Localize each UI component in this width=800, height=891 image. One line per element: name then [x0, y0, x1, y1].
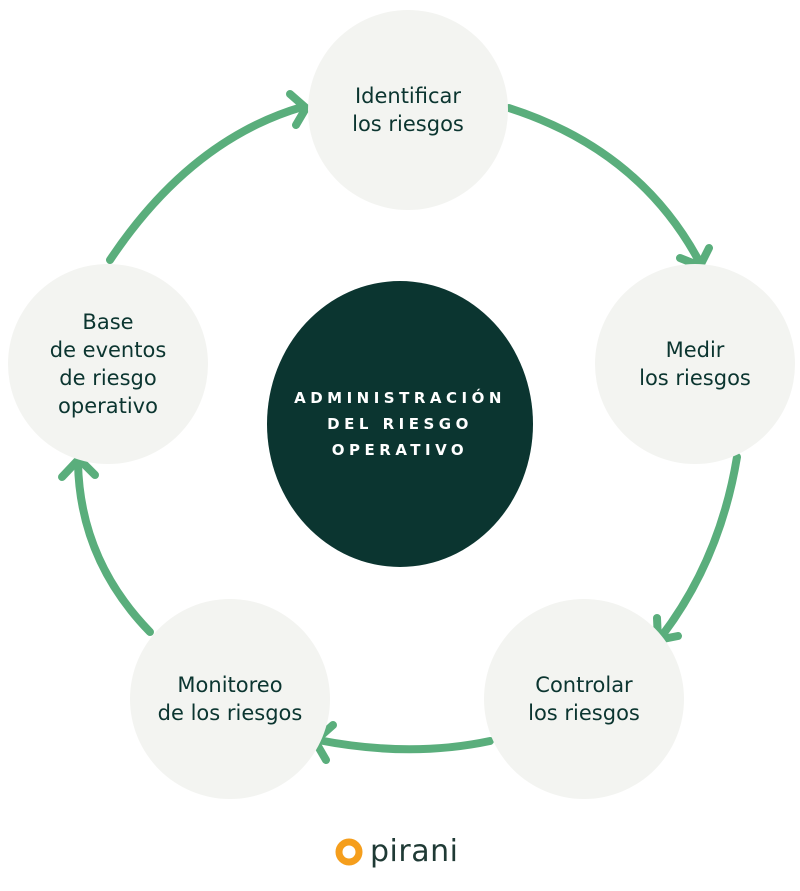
step-node-medir: Medir los riesgos [595, 264, 795, 464]
arrow-identificar-to-medir [505, 104, 704, 267]
step-label-controlar: Controlar los riesgos [528, 673, 640, 725]
step-node-identificar: Identificar los riesgos [308, 10, 508, 210]
step-node-monitoreo: Monitoreo de los riesgos [130, 599, 330, 799]
step-label-medir: Medir los riesgos [639, 338, 751, 390]
arrow-base-to-identificar [106, 103, 306, 264]
brand-logo: pirani [334, 832, 458, 872]
arrow-medir-to-controlar [657, 453, 741, 641]
center-node: ADMINISTRACIÓN DEL RIESGO OPERATIVO [267, 281, 533, 567]
arrowhead-identificar [286, 90, 310, 129]
center-title: ADMINISTRACIÓN DEL RIESGO OPERATIVO [294, 389, 506, 459]
pirani-logo-icon [335, 838, 363, 866]
brand-name: pirani [370, 834, 459, 869]
step-label-identificar: Identificar los riesgos [352, 84, 464, 136]
step-node-base-eventos: Base de eventos de riesgo operativo [8, 264, 208, 464]
arrow-controlar-to-monitoreo [314, 736, 494, 754]
arrow-monitoreo-to-base [74, 459, 154, 636]
step-node-controlar: Controlar los riesgos [484, 599, 684, 799]
step-label-base-eventos: Base de eventos de riesgo operativo [49, 310, 167, 418]
step-label-monitoreo: Monitoreo de los riesgos [157, 673, 303, 725]
